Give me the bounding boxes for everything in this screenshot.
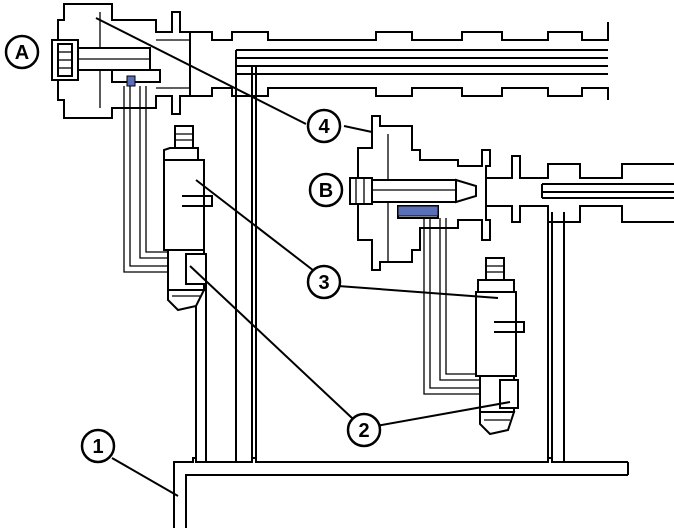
svg-text:A: A <box>15 42 29 64</box>
svg-text:B: B <box>319 180 333 202</box>
svg-text:3: 3 <box>318 272 329 294</box>
callout-b: B <box>308 172 344 208</box>
leader-lines <box>95 17 511 497</box>
cam-phaser-b <box>349 115 491 271</box>
callout-2: 2 <box>346 412 382 448</box>
oil-gallery-housing <box>173 457 629 528</box>
svg-text:1: 1 <box>92 436 103 458</box>
camshaft-b <box>486 155 674 223</box>
callout-3: 3 <box>306 264 342 300</box>
callout-4: 4 <box>306 108 342 144</box>
camshaft-a <box>190 22 609 100</box>
solenoid-a <box>163 125 213 312</box>
callout-1: 1 <box>80 428 116 464</box>
callout-a: A <box>4 34 40 70</box>
solenoid-b <box>475 257 525 436</box>
cam-phaser-a <box>51 3 191 119</box>
svg-text:4: 4 <box>318 116 330 138</box>
svg-text:2: 2 <box>358 420 369 442</box>
housing-walls <box>195 66 565 462</box>
